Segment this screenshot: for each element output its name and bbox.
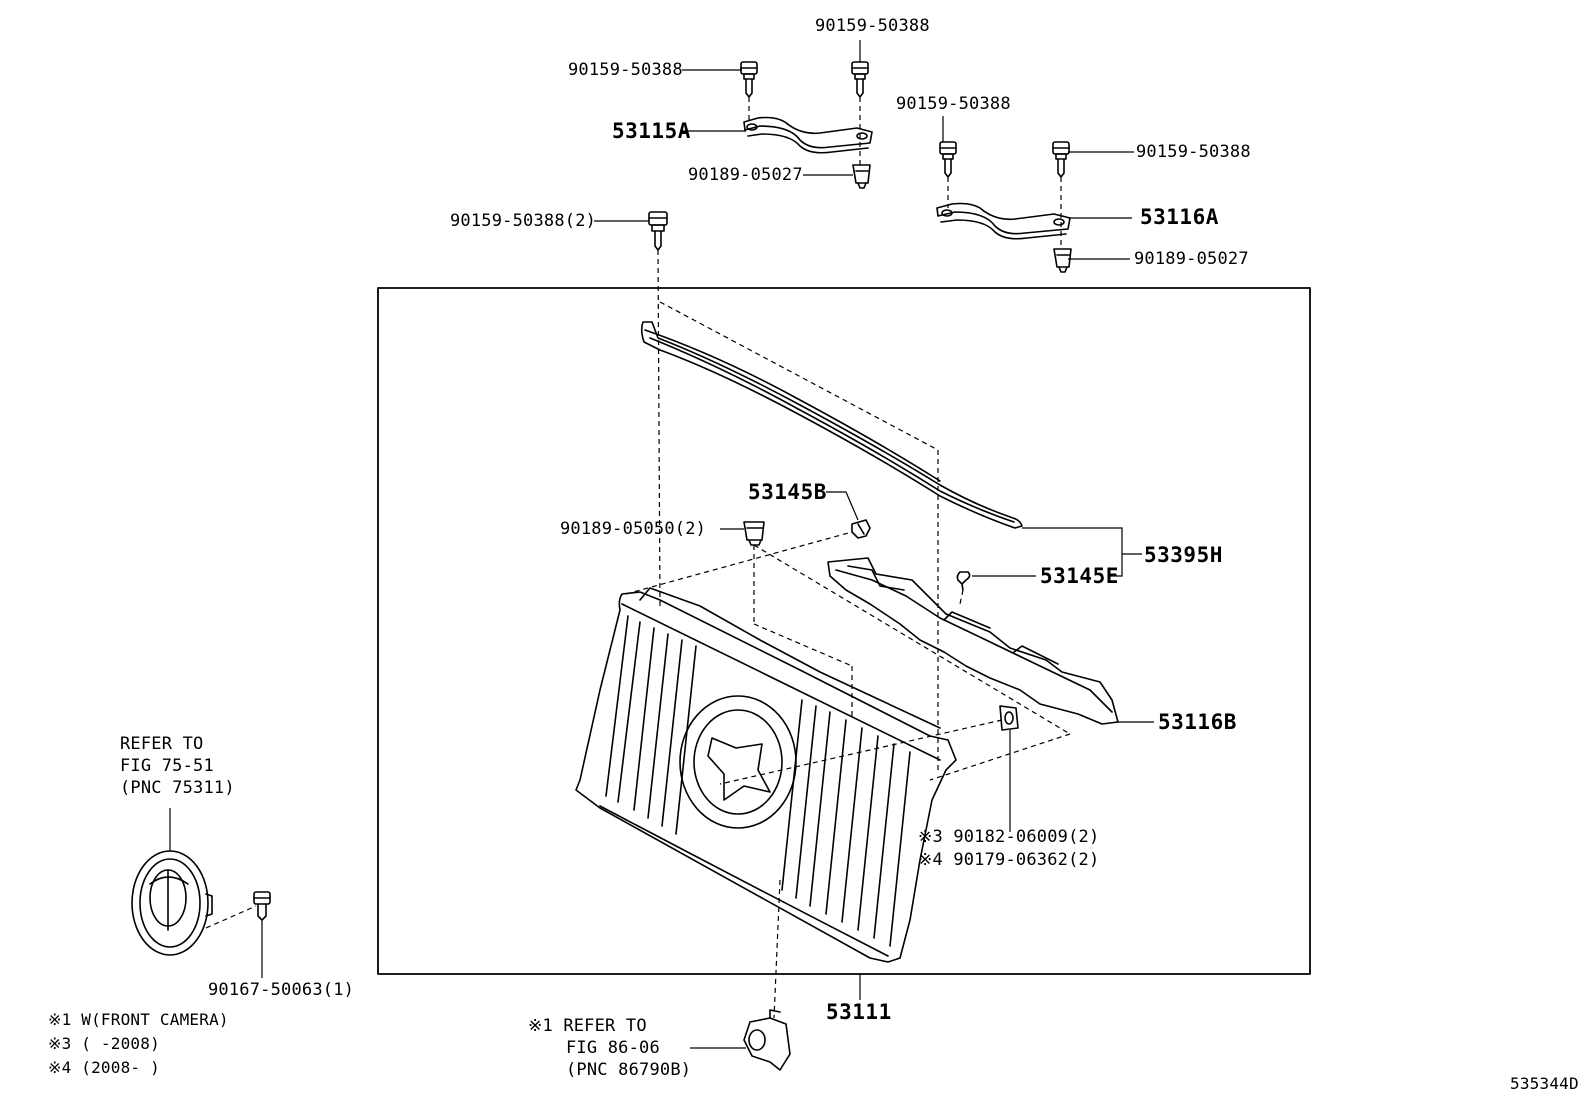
screw-90167 [253,891,271,921]
grille-53111 [575,587,957,963]
label-53116b: 53116B [1158,710,1237,734]
bolt-90159-b [851,61,869,98]
label-90179: ※4 90179-06362(2) [918,850,1100,870]
bolt-90159-d [1052,141,1070,178]
note-3: ※3 ( -2008) [48,1034,160,1053]
camera-86790b [743,1009,791,1071]
refer-75311-line1: REFER TO [120,734,204,754]
label-90189-05050: 90189-05050(2) [560,519,707,539]
clip-90189-05027-b [1053,248,1072,273]
label-53111: 53111 [826,1000,892,1024]
label-53145e: 53145E [1040,564,1119,588]
label-90159-left: 90159-50388 [568,60,683,80]
clip-53145b [851,519,871,539]
label-53395h: 53395H [1144,543,1223,567]
refer-86790b-line3: (PNC 86790B) [566,1060,692,1080]
refer-75311-line3: (PNC 75311) [120,778,235,798]
label-53115a: 53115A [612,119,691,143]
refer-86790b-line2: FIG 86-06 [566,1038,660,1058]
bracket-53116a [936,202,1071,240]
clip-90189-05050 [743,521,765,546]
bolt-90159-a [740,61,758,98]
label-53145b: 53145B [748,480,827,504]
label-90159-mid: 90159-50388 [896,94,1011,114]
label-90159-top: 90159-50388 [815,16,930,36]
label-90159-right: 90159-50388 [1136,142,1251,162]
label-90189-05027-b: 90189-05027 [1134,249,1249,269]
emblem-75311 [131,850,213,956]
clip-90189-05027-a [852,164,871,189]
moulding-53395h [640,321,1023,529]
label-90189-05027-a: 90189-05027 [688,165,803,185]
retainer-53116b [827,557,1119,725]
refer-86790b-line1: ※1 REFER TO [528,1016,647,1036]
note-4: ※4 (2008- ) [48,1058,160,1077]
clip-53145e [956,571,971,591]
label-53116a: 53116A [1140,205,1219,229]
bolt-90159-c [939,141,957,178]
label-90167: 90167-50063(1) [208,980,355,1000]
bolt-90159-2 [648,211,668,251]
illustration-id: 535344D [1510,1074,1579,1093]
label-90182: ※3 90182-06009(2) [918,827,1100,847]
assembly-frame [377,287,1311,975]
nut-90182 [999,705,1019,731]
label-90159-2: 90159-50388(2) [450,211,597,231]
note-1: ※1 W(FRONT CAMERA) [48,1010,229,1029]
bracket-53115a [743,116,873,154]
refer-75311-line2: FIG 75-51 [120,756,214,776]
